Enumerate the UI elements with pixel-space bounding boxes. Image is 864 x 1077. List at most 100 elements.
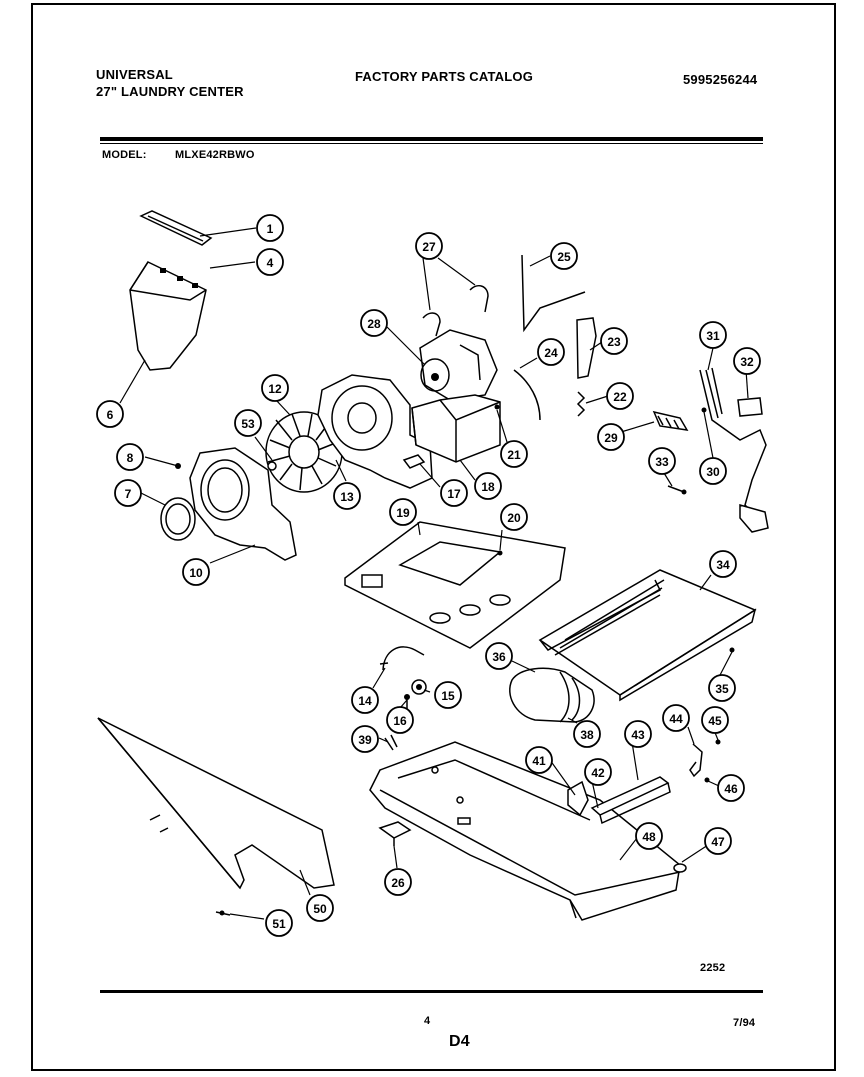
part-motor-mount — [411, 394, 501, 463]
callout-38: 38 — [573, 720, 601, 748]
callout-label: 12 — [268, 382, 282, 396]
callout-circle — [717, 774, 745, 802]
callout-circle — [701, 706, 729, 734]
callout-circle — [306, 894, 334, 922]
callout-circle — [256, 248, 284, 276]
callout-circle — [635, 822, 663, 850]
part-drive-belt — [513, 369, 541, 421]
callout-label: 50 — [313, 902, 327, 916]
callout-circle — [116, 443, 144, 471]
callout-circle — [256, 214, 284, 242]
part-screw-39 — [384, 734, 398, 751]
callout-label: 29 — [604, 431, 618, 445]
part-screws-45-46 — [704, 739, 721, 783]
callout-50: 50 — [306, 894, 334, 922]
callout-4: 4 — [256, 248, 284, 276]
callout-label: 33 — [655, 455, 669, 469]
callout-circle — [606, 382, 634, 410]
callout-30: 30 — [699, 457, 727, 485]
callout-label: 42 — [591, 766, 605, 780]
callout-circle — [351, 725, 379, 753]
callout-circle — [699, 321, 727, 349]
part-thermistor-17 — [402, 454, 426, 469]
callout-circle — [182, 558, 210, 586]
callout-25: 25 — [550, 242, 578, 270]
part-idler-bracket — [576, 317, 597, 379]
product-name: 27" LAUNDRY CENTER — [96, 84, 244, 99]
part-exhaust-duct — [509, 667, 595, 723]
callout-label: 7 — [125, 487, 132, 501]
header-rule-thick — [100, 137, 763, 141]
part-screw-33 — [667, 485, 687, 495]
callout-label: 1 — [267, 222, 274, 236]
part-heater-element — [538, 569, 757, 702]
leader-lines — [119, 227, 749, 920]
callout-35: 35 — [708, 674, 736, 702]
catalog-title: FACTORY PARTS CATALOG — [355, 69, 534, 84]
callout-36: 36 — [485, 642, 513, 670]
callout-label: 34 — [716, 558, 730, 572]
callout-label: 13 — [340, 490, 354, 504]
callout-circle — [597, 423, 625, 451]
callout-label: 23 — [607, 335, 621, 349]
callout-14: 14 — [351, 686, 379, 714]
part-terminal-block — [652, 410, 689, 431]
callout-circle — [500, 440, 528, 468]
callout-19: 19 — [389, 498, 417, 526]
callout-circle — [537, 338, 565, 366]
callout-circle — [600, 327, 628, 355]
callout-label: 27 — [422, 240, 436, 254]
callout-31: 31 — [699, 321, 727, 349]
page-frame — [31, 3, 836, 1071]
callout-circle — [474, 472, 502, 500]
callout-29: 29 — [597, 423, 625, 451]
footer-rule — [100, 990, 763, 993]
callout-label: 30 — [706, 465, 720, 479]
callout-26: 26 — [384, 868, 412, 896]
drawing-code: 2252 — [700, 962, 726, 974]
part-terminal-26 — [378, 821, 412, 846]
brand-name: UNIVERSAL — [96, 67, 173, 82]
callout-27: 27 — [415, 232, 443, 260]
callout-circle — [333, 482, 361, 510]
callout-label: 45 — [708, 714, 722, 728]
callout-label: 41 — [532, 754, 546, 768]
callout-label: 36 — [492, 650, 506, 664]
callout-label: 17 — [447, 487, 461, 501]
callout-circle — [624, 720, 652, 748]
callout-circle — [114, 479, 142, 507]
part-support-bracket — [567, 780, 589, 817]
callout-circle — [265, 909, 293, 937]
print-date: 7/94 — [733, 1017, 756, 1029]
callout-label: 31 — [706, 329, 720, 343]
callout-32: 32 — [733, 347, 761, 375]
part-rear-bracket — [689, 743, 703, 778]
callout-17: 17 — [440, 479, 468, 507]
callout-label: 4 — [267, 256, 274, 270]
part-nut-53 — [267, 461, 277, 471]
callout-7: 7 — [114, 479, 142, 507]
callout-circle — [386, 706, 414, 734]
section-code: D4 — [449, 1033, 470, 1050]
part-heater-box — [344, 521, 566, 649]
callout-circle — [234, 409, 262, 437]
part-drawings — [97, 210, 769, 921]
callout-21: 21 — [500, 440, 528, 468]
callout-circle — [662, 704, 690, 732]
callout-circle — [360, 309, 388, 337]
callout-8: 8 — [116, 443, 144, 471]
callout-13: 13 — [333, 482, 361, 510]
part-thermostat-clip — [411, 679, 427, 695]
part-idler-rod — [521, 254, 586, 333]
part-lint-trap-duct — [129, 261, 207, 371]
header-rule-thin — [100, 143, 763, 144]
callout-39: 39 — [351, 725, 379, 753]
callout-label: 53 — [241, 417, 255, 431]
callout-label: 44 — [669, 712, 683, 726]
catalog-number: 5995256244 — [683, 72, 758, 87]
callout-label: 51 — [272, 917, 286, 931]
callout-circle — [573, 720, 601, 748]
callout-circle — [485, 642, 513, 670]
callout-label: 38 — [580, 728, 594, 742]
